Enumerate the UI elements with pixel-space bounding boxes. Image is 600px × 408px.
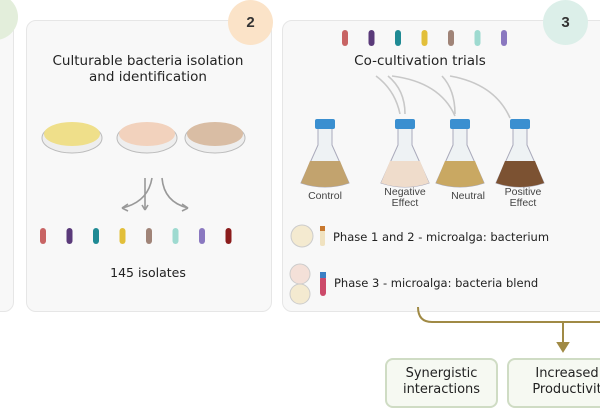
panel-1-edge bbox=[0, 20, 14, 312]
bacterium-icon bbox=[448, 30, 454, 46]
flask-neutral bbox=[435, 119, 485, 188]
flask-positive bbox=[495, 119, 545, 188]
flask-label-control: Control bbox=[308, 190, 342, 202]
isolate-bacterium bbox=[93, 228, 99, 244]
isolate-bacterium bbox=[40, 228, 46, 244]
phase1-icon bbox=[290, 224, 325, 248]
outcome-connector bbox=[417, 306, 600, 353]
bacterium-icon bbox=[474, 30, 481, 46]
phase1-text: Phase 1 and 2 - microalga: bacterium bbox=[333, 230, 550, 244]
flasks-illustration bbox=[300, 119, 545, 188]
panel-co-cultivation bbox=[282, 20, 600, 312]
bacterium-icon bbox=[395, 30, 401, 46]
isolation-title-line1: Culturable bacteria isolation bbox=[52, 53, 244, 69]
petri-dish-brown bbox=[184, 122, 246, 154]
bacterium-icon bbox=[368, 30, 375, 46]
petri-dish-pink bbox=[116, 122, 178, 154]
flask-negative bbox=[380, 119, 430, 188]
isolation-title: Culturable bacteria isolation and identi… bbox=[26, 53, 270, 85]
flask-control bbox=[300, 119, 350, 188]
isolate-row bbox=[40, 228, 232, 244]
isolate-bacterium bbox=[199, 228, 205, 244]
bacterium-icon bbox=[342, 30, 348, 46]
petri-dishes-illustration bbox=[41, 122, 246, 212]
bacterium-icon bbox=[501, 30, 507, 46]
isolate-bacterium bbox=[119, 228, 126, 244]
bacterium-icon bbox=[421, 30, 428, 46]
isolate-bacterium bbox=[66, 228, 73, 244]
bacteria-row bbox=[342, 30, 507, 46]
step-badge-2: 2 bbox=[228, 0, 273, 45]
phase3-text: Phase 3 - microalga: bacteria blend bbox=[334, 276, 539, 290]
isolate-bacterium bbox=[172, 228, 179, 244]
co-cultivation-title: Co-cultivation trials bbox=[354, 53, 486, 69]
isolates-count: 145 isolates bbox=[110, 265, 186, 280]
isolate-bacterium bbox=[225, 228, 232, 244]
petri-dish-yellow bbox=[41, 122, 103, 154]
isolate-bacterium bbox=[146, 228, 152, 244]
step-badge-3: 3 bbox=[543, 0, 588, 45]
flask-arrows bbox=[375, 75, 511, 119]
badge-1 bbox=[0, 0, 18, 40]
panel-isolation bbox=[26, 20, 272, 312]
flask-label-neutral: Neutral bbox=[451, 190, 485, 202]
isolation-title-line2: and identification bbox=[89, 69, 207, 85]
split-arrows bbox=[121, 177, 189, 212]
phase3-icon bbox=[289, 263, 326, 305]
